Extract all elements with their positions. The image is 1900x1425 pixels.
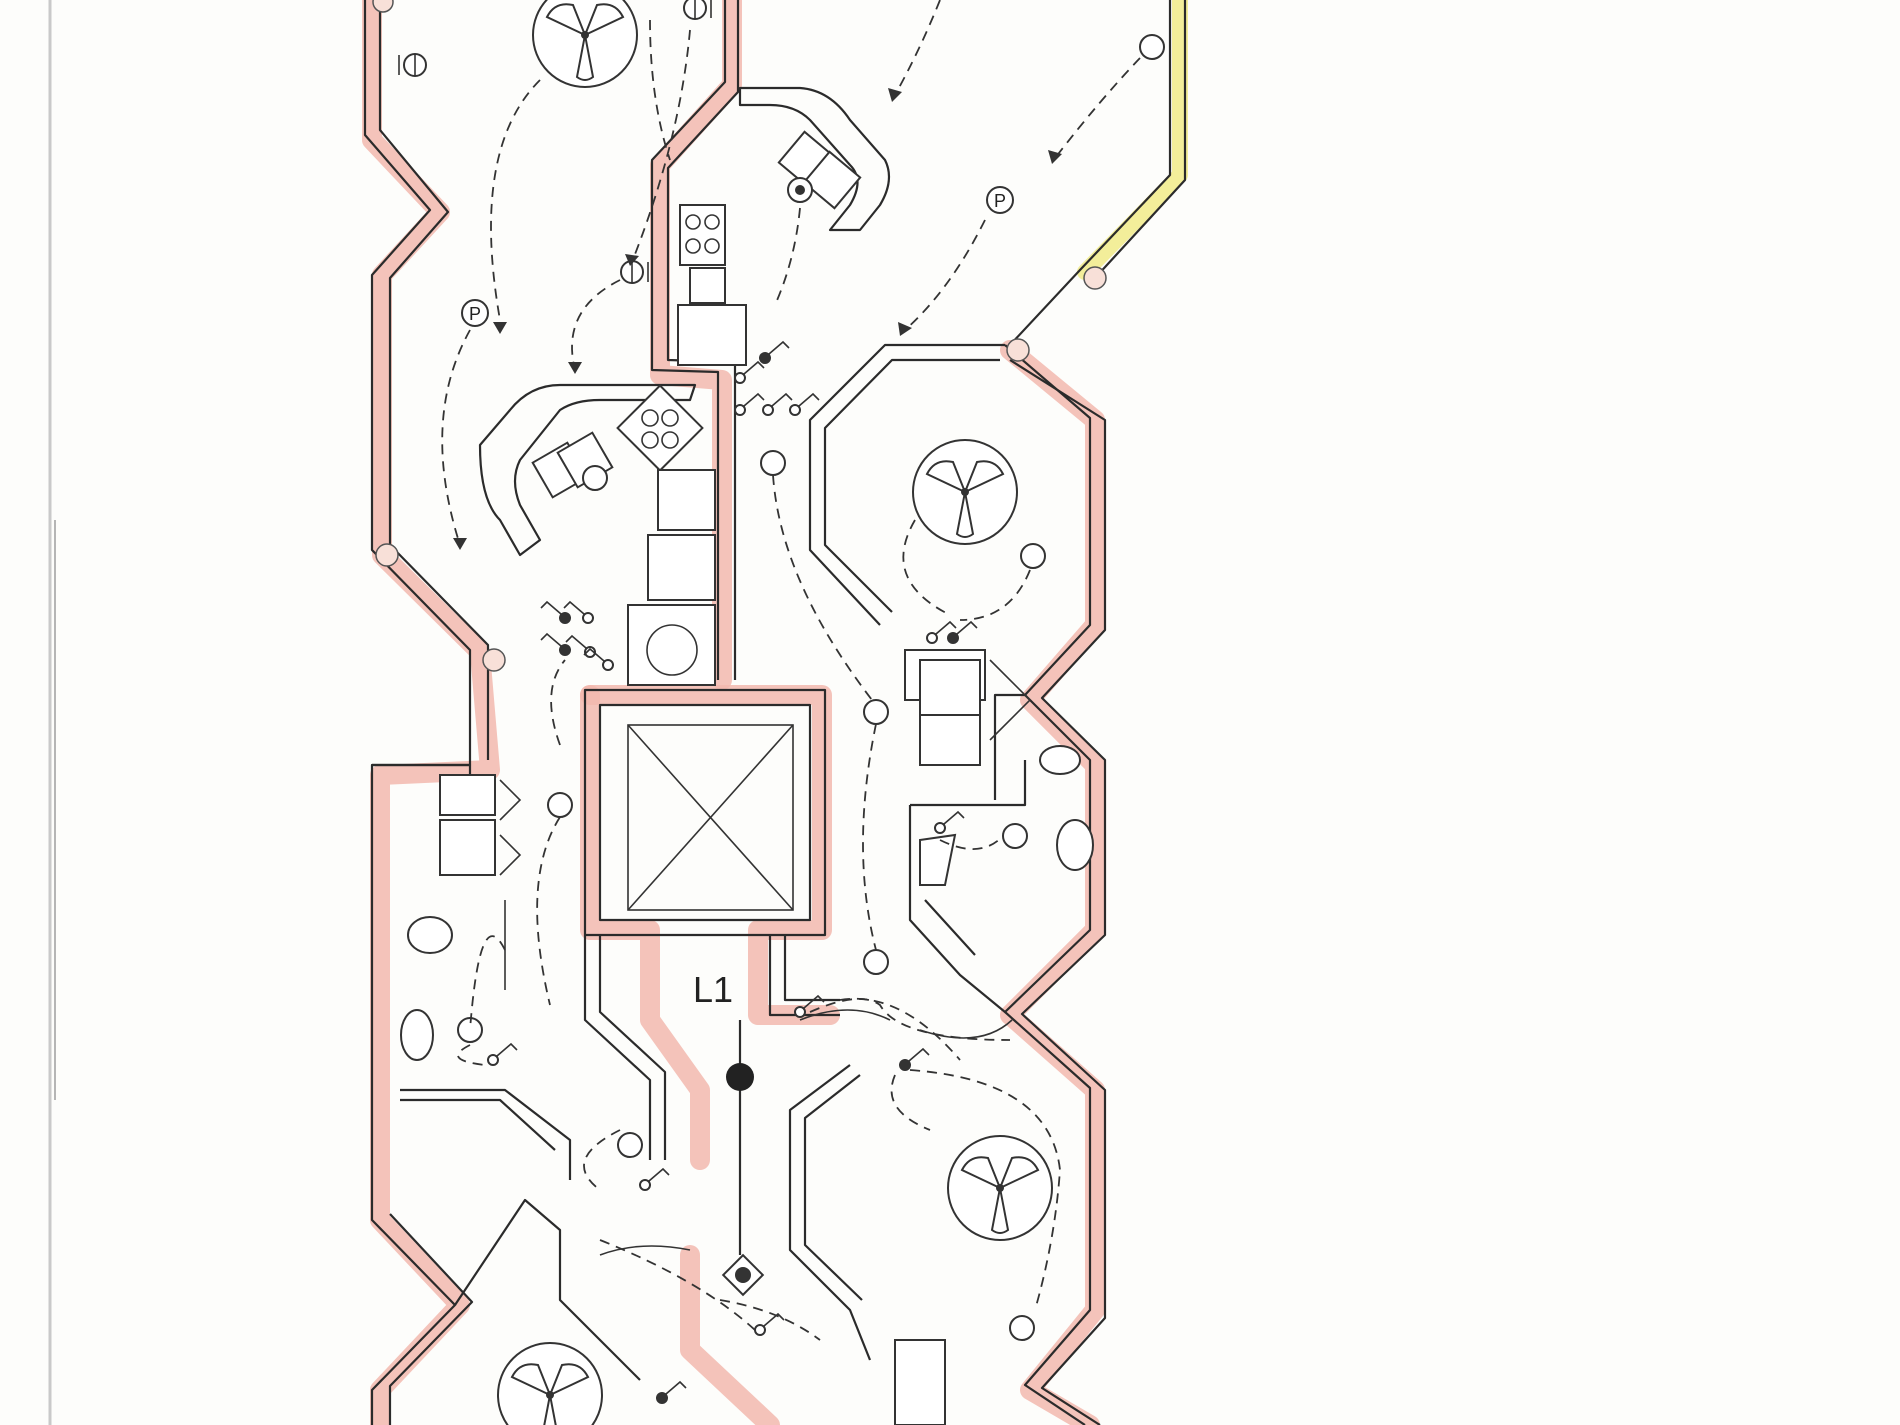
wall-light-fixtures (398, 0, 813, 284)
ceiling-fan-icon (912, 439, 1018, 545)
ceiling-fan-icon (532, 0, 638, 88)
light-icon (1139, 34, 1165, 60)
arrow-icon (493, 322, 507, 334)
light-icon (582, 465, 608, 491)
wall-light-icon (787, 177, 813, 203)
switch-icon (754, 1312, 785, 1336)
switch-icon (759, 340, 790, 364)
switch-group (487, 340, 978, 1404)
light-icon (457, 1017, 483, 1043)
arrow-icon (1048, 150, 1062, 164)
panel-label: L1 (693, 969, 733, 1010)
circuit-arrowheads (453, 88, 1062, 550)
light-fixtures (457, 34, 1165, 1341)
switch-icon (639, 1167, 670, 1191)
ceiling-fan-icon (947, 1135, 1053, 1241)
switch-icon (565, 634, 596, 658)
wall-highlights (362, 0, 1188, 1425)
door-swings (599, 1009, 1013, 1256)
plug-symbol-icon: P (461, 299, 489, 327)
switch-icon (926, 620, 957, 644)
light-icon (1020, 543, 1046, 569)
arrow-icon (625, 254, 639, 266)
plug-symbol-icon: P (986, 186, 1014, 214)
wall-junction-nodes (372, 0, 1107, 672)
arrow-icon (898, 322, 912, 336)
switch-icon (656, 1380, 687, 1404)
elevator-shaft (627, 724, 794, 911)
panel-box-icon (721, 1253, 765, 1297)
light-icon (863, 699, 889, 725)
light-icon (617, 1132, 643, 1158)
switch-icon (794, 994, 825, 1018)
electrical-panel: L1 (693, 969, 765, 1297)
switch-icon (734, 392, 765, 416)
light-icon (1002, 823, 1028, 849)
arrow-icon (888, 88, 902, 102)
switch-icon (540, 632, 571, 656)
walls (363, 0, 1187, 1425)
svg-text:P: P (469, 304, 481, 324)
wall-light-icon (620, 260, 649, 284)
switch-icon (934, 810, 965, 834)
scan-margin-marks (48, 0, 56, 1425)
arrow-icon (568, 362, 582, 374)
light-icon (760, 450, 786, 476)
ceiling-fan-icon (497, 1342, 603, 1425)
switch-icon (899, 1047, 930, 1071)
switch-icon (487, 1042, 518, 1066)
circuit-runs (441, 0, 1141, 1341)
switch-icon (734, 360, 765, 384)
switch-icon (789, 392, 820, 416)
svg-text:P: P (994, 191, 1006, 211)
panel-junction-icon (726, 1063, 754, 1091)
wall-light-icon (398, 53, 427, 77)
switch-icon (583, 647, 614, 671)
wall-light-icon (683, 0, 712, 20)
switch-icon (947, 620, 978, 644)
arrow-icon (453, 538, 467, 550)
switch-icon (563, 600, 594, 624)
light-icon (547, 792, 573, 818)
light-icon (863, 949, 889, 975)
switch-icon (762, 392, 793, 416)
switch-icon (540, 600, 571, 624)
light-icon (1009, 1315, 1035, 1341)
